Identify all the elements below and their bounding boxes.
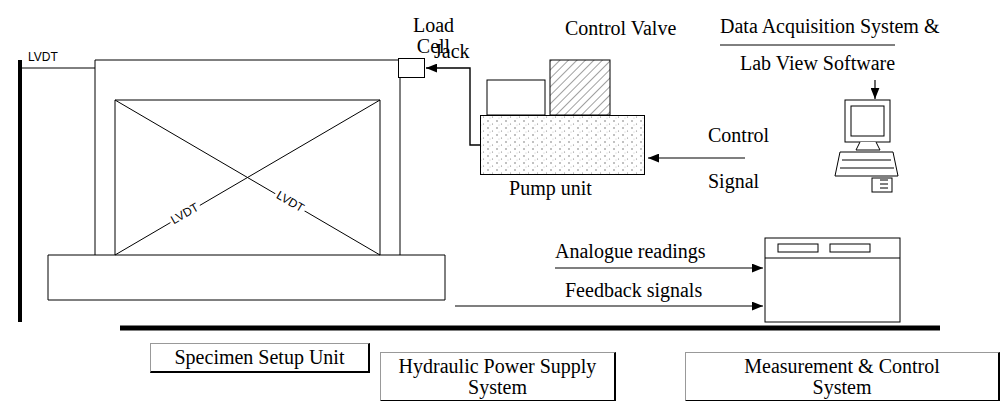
part-label: Control Valve [565, 17, 676, 39]
system-box: Hydraulic Power Supply System [380, 352, 616, 401]
specimen-panel [95, 100, 400, 255]
signal-label: Feedback signals [565, 279, 702, 301]
lvdt-diagonal [115, 100, 380, 255]
signal-label: Control [708, 124, 769, 146]
lvdt-line [22, 68, 95, 69]
pump-unit-box: Pump unit [480, 115, 645, 175]
control-valve [487, 80, 545, 115]
pump-texture [480, 115, 645, 175]
signal-label: Signal [708, 170, 759, 192]
lvdt-label: LVDT [167, 200, 203, 228]
system-heading: Data Acquisition System & [720, 15, 939, 37]
system-box: Specimen Setup Unit [150, 343, 370, 373]
header-rule [720, 45, 895, 46]
computer [765, 100, 900, 322]
analogue-arrow [555, 267, 763, 268]
software-arrow [874, 80, 875, 99]
node-label: Hydraulic Power Supply System [388, 356, 608, 398]
node-label: Specimen Setup Unit [175, 347, 345, 368]
system-heading: Lab View Software [740, 52, 895, 74]
reaction-column [18, 60, 22, 322]
node-label: Pump unit [509, 178, 592, 199]
specimen-frame [48, 60, 445, 300]
control-valve-hatched [550, 60, 610, 115]
jack-arrow [426, 68, 480, 145]
system-box: Measurement & Control System [685, 352, 1000, 401]
part-label: Jack [434, 40, 470, 62]
signal-label: Analogue readings [555, 240, 706, 262]
feedback-arrow [455, 305, 763, 306]
control-signal-arrow [648, 157, 745, 158]
lvdt-label: LVDT [28, 51, 58, 64]
load-cell-box: Load Cell [398, 58, 425, 78]
lvdt-label: LVDT [272, 188, 308, 216]
node-label: Measurement & Control System [720, 356, 965, 398]
base-rule [120, 326, 940, 331]
